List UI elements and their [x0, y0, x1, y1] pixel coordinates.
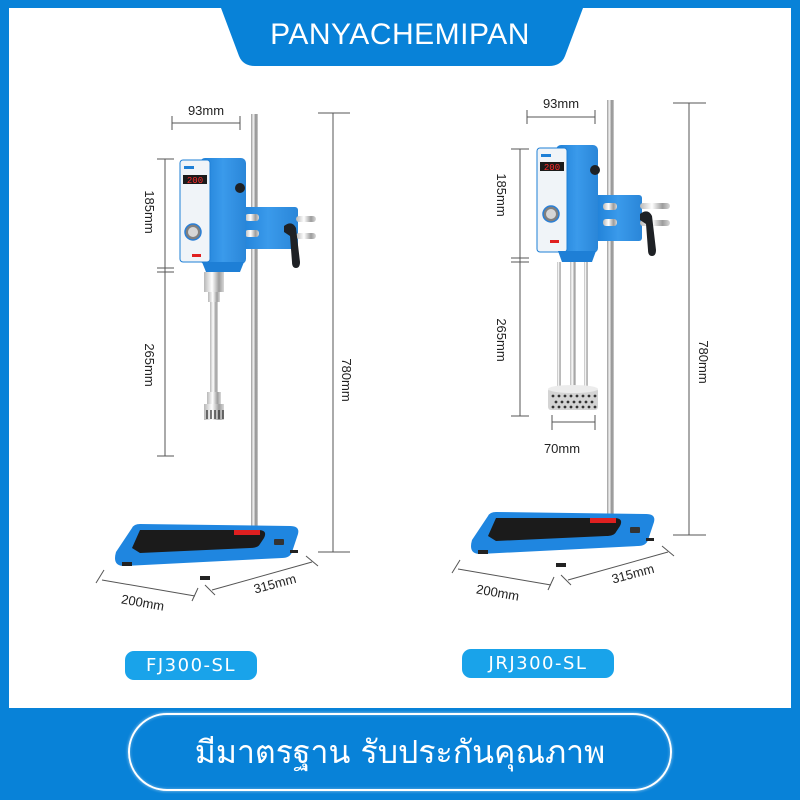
dim-total-height: 780mm [696, 340, 711, 383]
brand-tab [221, 8, 583, 66]
slogan-text: มีมาตรฐาน รับประกันคุณภาพ [194, 732, 606, 771]
dim-total-height: 780mm [339, 358, 354, 401]
dim-base-width: 315mm [610, 561, 656, 587]
model-label-fj300: FJ300-SL [125, 651, 257, 680]
dim-base-width: 315mm [252, 571, 298, 597]
dim-shaft-height: 265mm [494, 318, 509, 361]
dim-shaft-height: 265mm [142, 343, 157, 386]
slogan-banner: มีมาตรฐาน รับประกันคุณภาพ [128, 713, 672, 791]
dim-head-height: 185mm [142, 190, 157, 233]
dim-base-depth: 200mm [120, 591, 165, 613]
product-drawing: 93mm 185mm 265mm 780mm [95, 96, 711, 614]
model-label-jrj300: JRJ300-SL [462, 649, 614, 678]
dim-width-top: 93mm [188, 103, 224, 118]
brand-title: PANYACHEMIPAN [270, 18, 530, 51]
dim-base-depth: 200mm [475, 581, 520, 603]
product-panel: PANYACHEMIPAN 93mm 1 [9, 8, 791, 708]
display-readout: 200 [187, 176, 203, 186]
product-fj300: 93mm 185mm 265mm 780mm [95, 103, 354, 614]
dim-head-diameter: 70mm [544, 441, 580, 456]
display-readout: 200 [544, 163, 560, 173]
dim-head-height: 185mm [494, 173, 509, 216]
dim-width-top: 93mm [543, 96, 579, 111]
product-jrj300: 93mm 185mm 265mm 780mm 70mm [451, 96, 711, 604]
